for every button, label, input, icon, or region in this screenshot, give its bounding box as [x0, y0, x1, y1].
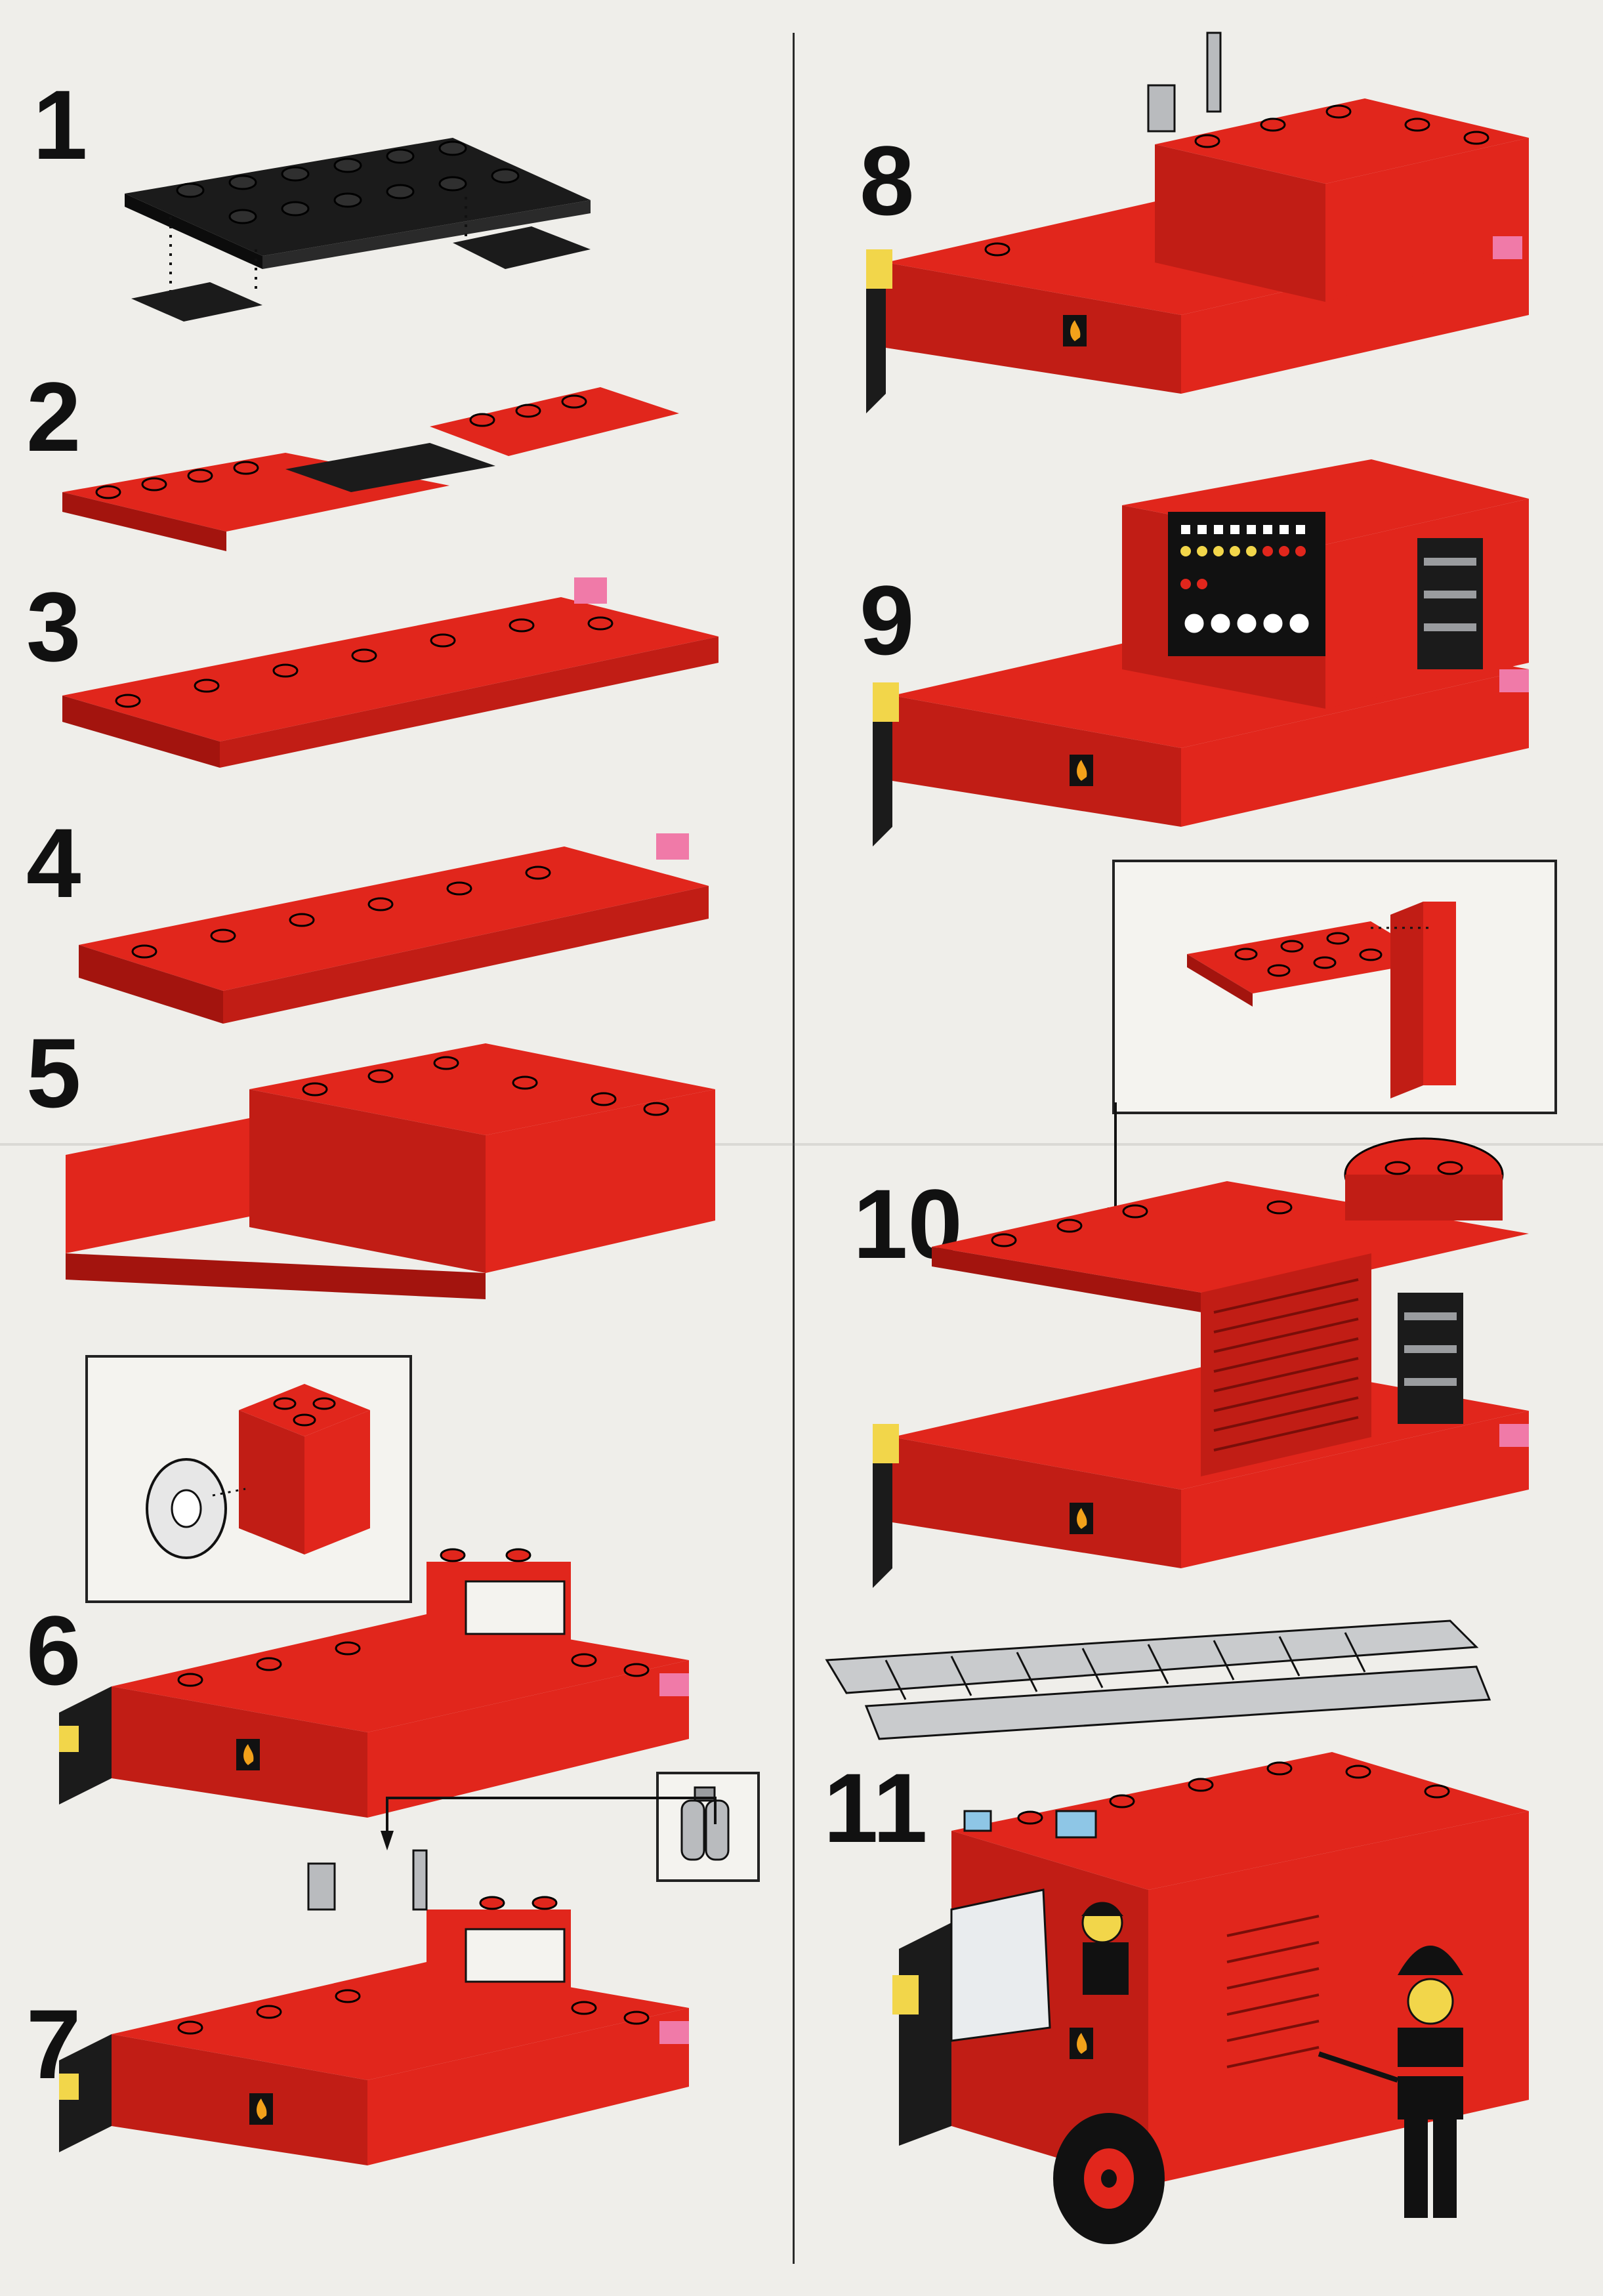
arrow-down-icon — [386, 1797, 717, 1831]
step-number-8: 8 — [860, 125, 915, 236]
fire-emblem-icon — [1070, 755, 1093, 786]
fire-emblem-icon — [249, 2093, 273, 2125]
front-wheel — [1053, 2113, 1165, 2244]
ladder — [825, 1619, 1491, 1740]
page-fold-line — [0, 1143, 1603, 1146]
step-number-11: 11 — [823, 1753, 928, 1863]
side-ladder-rack — [1417, 538, 1483, 669]
step-number-4: 4 — [26, 808, 81, 918]
step-1-base-plates — [125, 138, 591, 322]
step-6-fire-truck — [59, 1548, 689, 1818]
hose-reel-inset-figure — [146, 1384, 370, 1559]
step-4-chassis — [79, 833, 709, 1024]
step-10-fire-truck — [873, 1137, 1529, 1588]
fire-emblem-icon — [1070, 1503, 1093, 1534]
column-divider — [793, 33, 795, 2264]
step-number-3: 3 — [26, 572, 81, 682]
step-number-2: 2 — [26, 362, 81, 472]
fire-emblem-icon — [1070, 2028, 1093, 2059]
fire-emblem-icon — [1063, 315, 1087, 346]
windshield — [950, 1889, 1051, 2042]
step-number-5: 5 — [26, 1018, 81, 1128]
step-2-chassis-plates — [62, 387, 679, 551]
firefighter-minifigure — [1318, 1946, 1463, 2218]
shutter-doors — [1213, 1278, 1359, 1451]
driver-minifigure — [1081, 1902, 1129, 1995]
platform-inset-figure — [1187, 902, 1456, 1098]
step-9-fire-truck — [873, 459, 1529, 846]
blue-light — [1055, 1810, 1097, 1839]
step-7-inset-box — [656, 1772, 760, 1882]
step-6-inset-box — [85, 1355, 412, 1603]
step-11-completed-fire-truck — [825, 1619, 1529, 2244]
control-panel — [1168, 512, 1325, 656]
step-number-6: 6 — [26, 1595, 81, 1705]
step-8-fire-truck — [866, 31, 1529, 413]
step-3-chassis — [62, 577, 718, 768]
gas-canister-inset-figure — [680, 1786, 730, 1861]
fire-emblem-icon — [236, 1739, 260, 1770]
step-5-body — [66, 1043, 715, 1299]
step-number-1: 1 — [33, 70, 88, 180]
step-number-9: 9 — [860, 565, 915, 675]
step-7-fire-truck — [59, 1797, 717, 2165]
step-10-inset-box — [1112, 860, 1557, 1114]
